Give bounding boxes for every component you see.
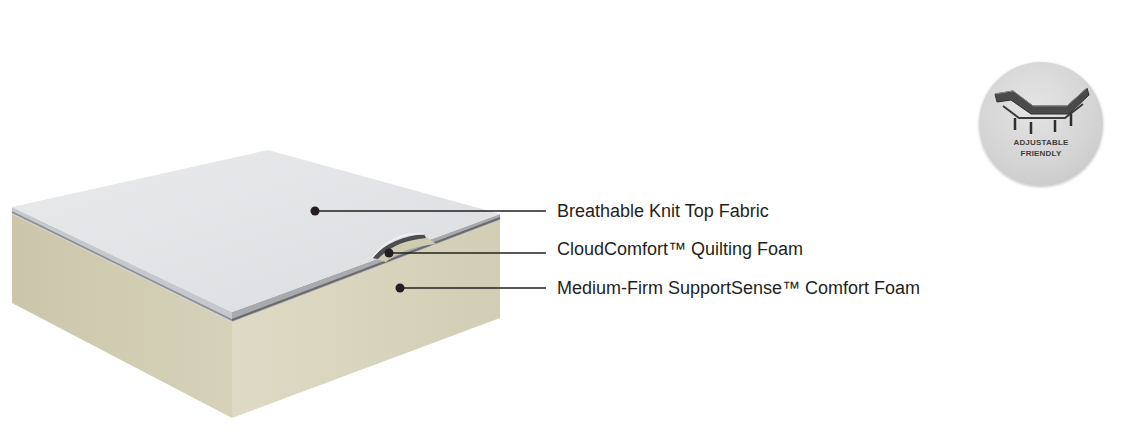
cutaway-quilting xyxy=(372,234,426,259)
layer-label: CloudComfort™ Quilting Foam xyxy=(557,238,803,260)
leader-line xyxy=(315,210,546,212)
leader-dot xyxy=(385,249,394,258)
bed-mattress-top xyxy=(995,88,1087,106)
bed-leg xyxy=(1030,122,1033,134)
adjustable-bed-icon xyxy=(979,62,1103,186)
cutaway-edge xyxy=(372,234,424,258)
leader-line xyxy=(400,287,546,289)
layer-label: Breathable Knit Top Fabric xyxy=(557,200,769,222)
bed-mattress xyxy=(995,88,1089,114)
bed-leg xyxy=(1054,120,1057,132)
leader-line xyxy=(389,252,546,254)
bed-leg xyxy=(1014,118,1017,130)
bed-leg xyxy=(1070,114,1073,126)
leader-dot xyxy=(311,207,320,216)
layer-label: Medium-Firm SupportSense™ Comfort Foam xyxy=(557,277,920,299)
badge-text: ADJUSTABLE FRIENDLY xyxy=(1009,137,1073,159)
leader-dot xyxy=(396,284,405,293)
feature-badge: ADJUSTABLE FRIENDLY xyxy=(979,62,1103,186)
